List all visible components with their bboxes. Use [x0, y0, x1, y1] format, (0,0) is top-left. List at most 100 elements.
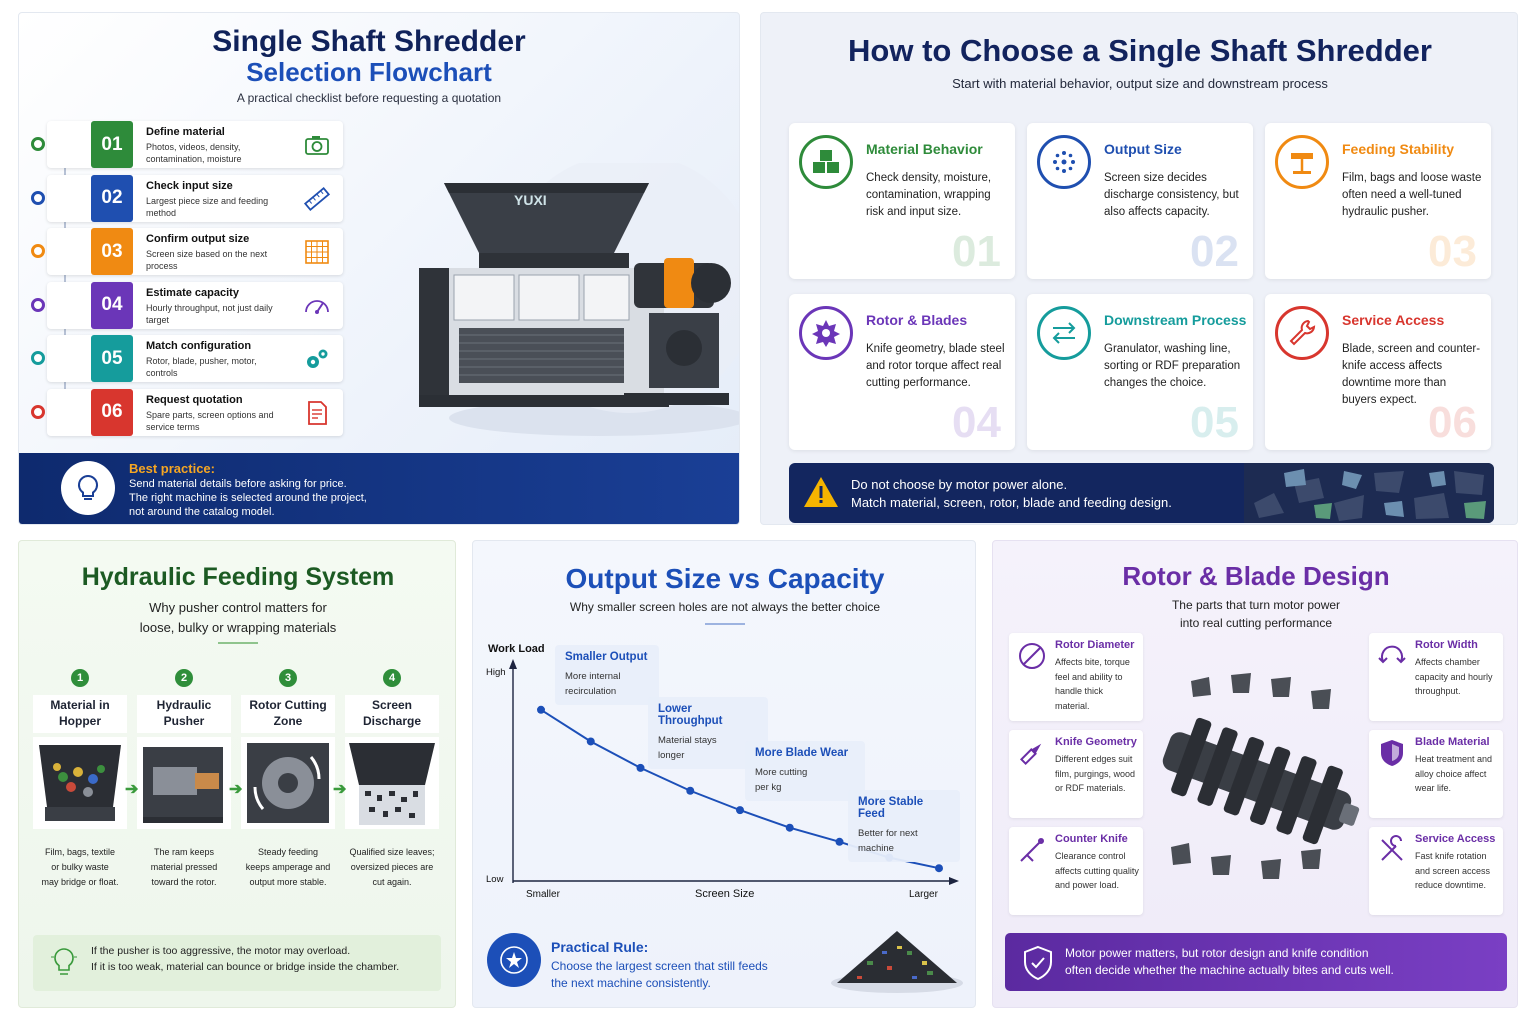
diameter-icon [1017, 641, 1047, 671]
step-description: Screen size based on the next process [146, 249, 268, 271]
gears-icon [303, 345, 331, 373]
shredded-plastic-image [1244, 463, 1494, 523]
step-illustration [345, 737, 439, 829]
factor-card: Service Access Blade, screen and counter… [1265, 294, 1491, 450]
step-number: 01 [91, 121, 133, 168]
rotor-feature-card: Rotor Diameter Affects bite, torque feel… [1009, 633, 1143, 721]
rotor-feature-card: Rotor Width Affects chamber capacity and… [1369, 633, 1503, 721]
grid-icon [303, 238, 331, 266]
caliper-icon [1017, 835, 1047, 865]
feature-title: Rotor Width [1415, 639, 1478, 651]
rotor-illustration [1162, 673, 1360, 879]
best-practice-title: Best practice: [129, 461, 215, 476]
step-title: Estimate capacity [146, 286, 239, 299]
x-tick-label: Larger [909, 889, 939, 900]
warning-banner: Do not choose by motor power alone. Matc… [789, 463, 1494, 523]
card-number: 05 [1190, 398, 1239, 447]
best-practice-text: Send material details before asking for … [129, 478, 367, 518]
shredder-machine-illustration: YUXI [419, 163, 739, 436]
feature-description: Heat treatment and alloy choice affect w… [1415, 754, 1493, 793]
star-icon [487, 933, 541, 987]
panel4-title: Output Size vs Capacity [565, 563, 885, 594]
arrow-right-icon: ➔ [125, 781, 139, 798]
panel5-subtitle: The parts that turn motor power into rea… [1171, 598, 1341, 630]
step-number: 4 [383, 669, 401, 687]
how-to-choose-panel: How to Choose a Single Shaft Shredder St… [760, 12, 1518, 525]
card-description: Knife geometry, blade steel and rotor to… [866, 343, 1005, 389]
camera-icon [303, 131, 331, 159]
divider [705, 623, 745, 625]
pusher-icon [1275, 135, 1329, 189]
data-point [537, 705, 545, 714]
card-title: Output Size [1104, 141, 1182, 157]
step-number: 1 [71, 669, 89, 687]
divider [218, 642, 258, 644]
step-number: 02 [91, 174, 133, 222]
tip-text: If the pusher is too aggressive, the mot… [91, 945, 400, 973]
shield-check-icon [1024, 945, 1052, 981]
checklist-step: 02 Check input size Largest piece size a… [31, 174, 343, 222]
panel1-title: Single Shaft Shredder [212, 25, 526, 58]
wrench-icon [1275, 306, 1329, 360]
timeline-dot [31, 297, 45, 312]
best-practice-banner: Best practice: Send material details bef… [19, 453, 739, 524]
panel3-subtitle: Why pusher control matters for loose, bu… [139, 600, 337, 635]
feature-title: Service Access [1415, 833, 1496, 845]
card-description: Check density, moisture, contamination, … [866, 172, 992, 218]
step-number: 05 [91, 335, 133, 382]
timeline-dot [31, 137, 45, 151]
rotor-feature-card: Service Access Fast knife rotation and s… [1369, 827, 1503, 915]
step-description: Qualified size leaves;oversized pieces a… [349, 847, 435, 887]
step-illustration [137, 737, 231, 829]
step-illustration [33, 737, 127, 829]
step-title: Define material [146, 126, 225, 138]
shield-icon [1377, 738, 1407, 768]
card-number: 02 [1190, 227, 1239, 276]
y-tick-label: Low [486, 874, 504, 885]
card-number: 04 [952, 398, 1001, 447]
feature-description: Clearance control affects cutting qualit… [1055, 851, 1139, 890]
step-description: Rotor, blade, pusher, motor, controls [146, 356, 257, 378]
y-axis-label: Work Load [488, 643, 545, 655]
step-description: Hourly throughput, not just daily target [146, 302, 273, 325]
card-title: Rotor & Blades [866, 312, 968, 328]
plastic-granules-image [831, 931, 963, 993]
panel2-title: How to Choose a Single Shaft Shredder [848, 33, 1432, 68]
checklist-step: 05 Match configuration Rotor, blade, pus… [31, 335, 343, 382]
arrow-right-icon: ➔ [333, 781, 347, 798]
factor-card: Output Size Screen size decides discharg… [1027, 123, 1253, 279]
data-point [935, 864, 943, 873]
rule-text: Choose the largest screen that still fee… [551, 959, 768, 990]
rotor-icon [799, 306, 853, 360]
panel3-title: Hydraulic Feeding System [81, 563, 395, 591]
output-capacity-panel: Output Size vs Capacity Why smaller scre… [472, 540, 976, 1008]
timeline-dot [31, 404, 45, 419]
checklist-step: 04 Estimate capacity Hourly throughput, … [31, 281, 343, 329]
timeline-dot [31, 244, 45, 258]
card-description: Film, bags and loose waste often need a … [1342, 172, 1482, 218]
width-icon [1377, 641, 1407, 671]
card-title: Feeding Stability [1342, 141, 1455, 157]
gauge-icon [303, 292, 331, 320]
feature-title: Rotor Diameter [1055, 639, 1135, 651]
factor-card: Material Behavior Check density, moistur… [789, 123, 1015, 279]
rotor-feature-card: Counter Knife Clearance control affects … [1009, 827, 1143, 915]
tip-box: If the pusher is too aggressive, the mot… [33, 935, 441, 991]
data-point [785, 823, 794, 832]
feature-title: Blade Material [1415, 736, 1490, 748]
step-number: 2 [175, 669, 193, 687]
feature-description: Fast knife rotation and screen access re… [1415, 851, 1491, 890]
card-description: Screen size decides discharge consistenc… [1104, 172, 1239, 218]
data-point [636, 763, 645, 772]
screen-dots-icon [1037, 135, 1091, 189]
rule-title: Practical Rule: [551, 939, 649, 955]
step-title: Request quotation [146, 393, 243, 406]
selection-flowchart-panel: Single Shaft Shredder Selection Flowchar… [18, 12, 740, 525]
